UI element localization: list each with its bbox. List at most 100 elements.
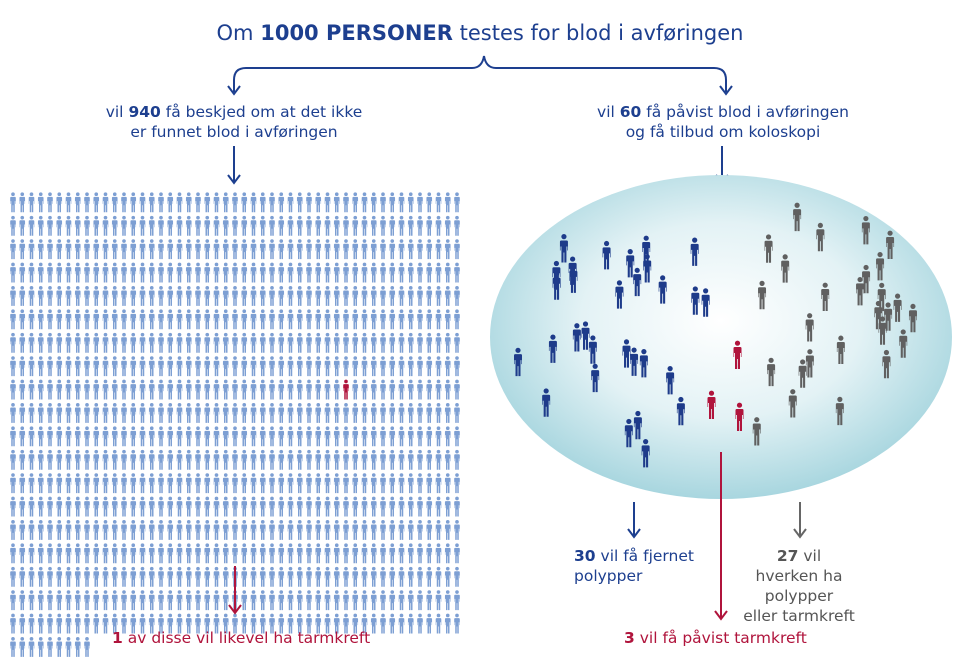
person-icon — [426, 566, 433, 587]
person-icon — [269, 566, 275, 587]
person-icon — [222, 332, 229, 353]
person-icon — [324, 449, 331, 470]
person-icon — [148, 543, 155, 564]
person-icon — [195, 286, 201, 306]
person-icon — [37, 590, 44, 611]
person-icon — [121, 356, 127, 377]
person-icon — [176, 332, 183, 353]
person-icon — [185, 356, 192, 377]
person-icon — [315, 215, 322, 236]
person-icon — [158, 403, 164, 423]
person-icon — [213, 590, 220, 611]
person-icon — [111, 286, 118, 306]
person-icon — [315, 449, 322, 470]
right-branch-number: 60 — [619, 103, 642, 121]
person-icon — [324, 309, 331, 330]
person-icon — [158, 449, 164, 470]
person-icon — [343, 239, 349, 260]
person-icon — [426, 496, 433, 517]
person-icon — [47, 239, 53, 260]
person-icon — [10, 379, 16, 400]
person-icon — [93, 543, 100, 564]
person-icon — [352, 192, 359, 213]
person-icon — [426, 543, 433, 564]
person-icon — [84, 637, 90, 657]
person-icon — [435, 286, 442, 306]
person-icon — [65, 496, 72, 517]
person-icon — [10, 356, 16, 377]
person-icon — [222, 520, 229, 540]
person-icon — [10, 309, 16, 330]
person-icon — [185, 590, 192, 611]
person-icon — [65, 520, 72, 540]
person-icon — [278, 286, 285, 306]
person-icon — [324, 543, 331, 564]
person-icon — [444, 332, 451, 353]
curly-brace-icon — [233, 55, 727, 92]
person-icon — [324, 286, 331, 306]
person-icon — [333, 520, 340, 540]
person-icon — [287, 590, 294, 611]
person-icon — [148, 286, 155, 306]
neither-line3: eller tarmkreft — [743, 607, 855, 625]
person-icon — [269, 543, 275, 564]
person-icon — [93, 426, 100, 447]
person-icon — [444, 239, 451, 260]
person-icon — [10, 566, 16, 587]
person-icon — [241, 192, 248, 213]
person-icon — [28, 637, 35, 657]
neither-line2: hverken ha polypper — [755, 567, 843, 605]
person-icon — [241, 356, 248, 377]
person-icon — [407, 566, 414, 587]
down-arrow-icon — [228, 566, 242, 615]
person-icon — [121, 215, 127, 236]
person-icon — [278, 520, 285, 540]
person-icon — [398, 496, 405, 517]
person-icon — [19, 520, 26, 540]
person-icon — [130, 262, 137, 283]
person-icon — [37, 215, 44, 236]
person-icon — [352, 520, 359, 540]
person-icon — [306, 379, 312, 400]
person-icon — [435, 426, 442, 447]
person-icon — [222, 215, 229, 236]
person-icon — [158, 496, 164, 517]
person-icon — [333, 286, 340, 306]
person-icon — [435, 356, 442, 377]
person-icon — [195, 520, 201, 540]
person-icon — [111, 215, 118, 236]
person-icon — [287, 496, 294, 517]
person-icon — [232, 215, 238, 236]
person-icon — [259, 403, 266, 423]
person-icon — [176, 496, 183, 517]
person-icon — [65, 637, 72, 657]
person-icon — [370, 286, 377, 306]
person-icon — [56, 262, 63, 283]
person-icon — [306, 520, 312, 540]
person-icon — [148, 496, 155, 517]
person-icon — [343, 426, 349, 447]
person-icon — [296, 496, 303, 517]
person-icon — [259, 426, 266, 447]
person-icon — [204, 309, 211, 330]
person-icon — [398, 590, 405, 611]
person-icon — [454, 426, 460, 447]
person-icon — [370, 379, 377, 400]
person-icon — [398, 520, 405, 540]
person-icon — [343, 473, 349, 494]
person-icon — [370, 356, 377, 377]
person-icon — [121, 379, 127, 400]
person-icon — [454, 309, 460, 330]
person-icon — [10, 520, 16, 540]
person-icon — [37, 496, 44, 517]
person-icon — [389, 286, 396, 306]
person-icon — [380, 192, 386, 213]
person-icon-missed-cancer — [343, 379, 349, 400]
person-icon — [389, 192, 396, 213]
person-icon — [250, 426, 257, 447]
person-icon — [158, 332, 164, 353]
person-icon — [111, 449, 118, 470]
person-icon — [454, 473, 460, 494]
person-icon — [352, 566, 359, 587]
person-icon — [324, 192, 331, 213]
